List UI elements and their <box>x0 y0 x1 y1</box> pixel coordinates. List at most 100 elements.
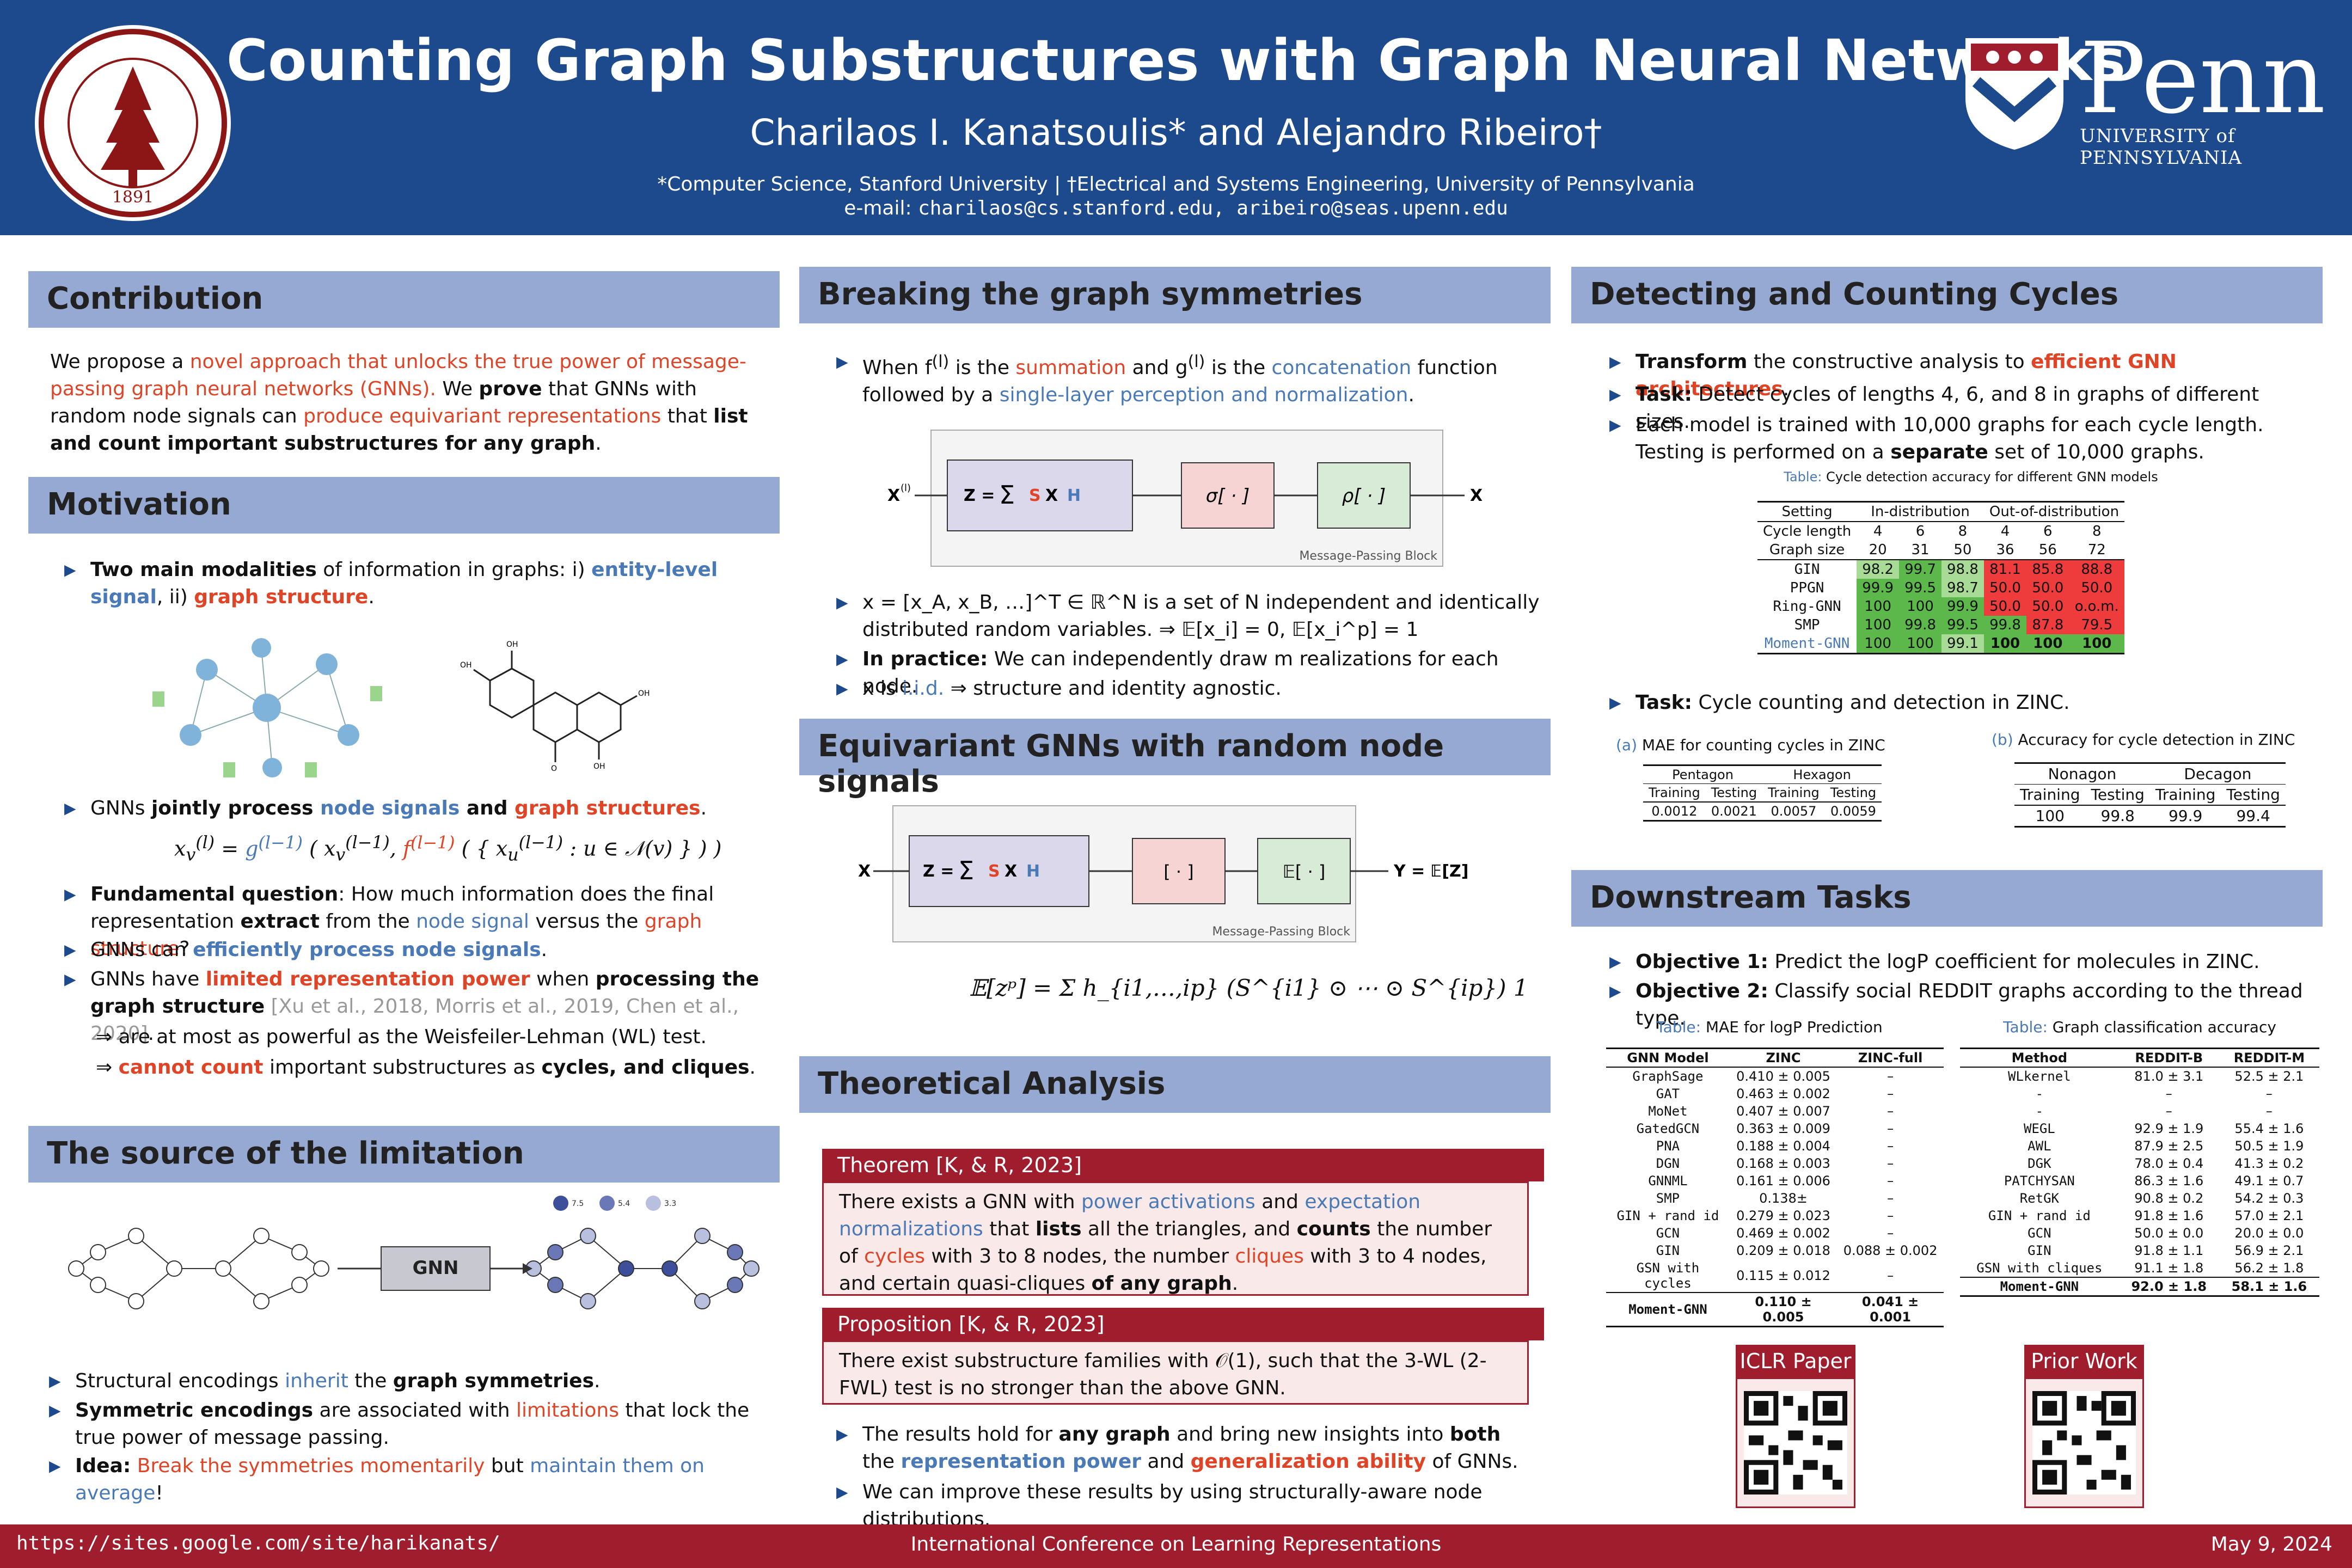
table-cell: WLkernel <box>2008 1069 2071 1084</box>
svg-text:H: H <box>1067 486 1081 505</box>
table-cell: Moment-GNN <box>1628 1302 1707 1317</box>
social-network-illustration <box>152 638 382 777</box>
bullet-arrow-icon: ▶ <box>64 561 76 579</box>
table-cell: Moment-GNN <box>2000 1279 2079 1294</box>
qr-iclr-box[interactable] <box>1736 1377 1855 1508</box>
table-cell: 99.5 <box>1899 579 1941 597</box>
motivation-bullet-4: ▶ GNNs can efficiently process node sign… <box>64 939 548 961</box>
section-header-contribution: Contribution <box>28 271 780 328</box>
table-cell: 92.0 ± 1.8 <box>2131 1279 2207 1294</box>
table-cell: 49.1 ± 0.7 <box>2234 1173 2304 1189</box>
table-cell: GraphSage <box>1632 1069 1704 1084</box>
table-cell: GIN <box>1656 1243 1680 1258</box>
section-header-motivation: Motivation <box>28 477 780 534</box>
table-cell: 91.1 ± 1.8 <box>2134 1260 2204 1276</box>
table-cell: 99.7 <box>1899 560 1941 579</box>
table-cell: 100 <box>2069 634 2125 654</box>
svg-text:7.5: 7.5 <box>572 1199 584 1208</box>
email-addresses[interactable]: charilaos@cs.stanford.edu, aribeiro@seas… <box>918 197 1508 219</box>
table-cell: 100 <box>1857 634 1900 654</box>
downstream-objective-2: ▶Objective 2: Classify social REDDIT gra… <box>1609 980 2303 1030</box>
table-cell: 99.1 <box>1941 634 1984 654</box>
table-cell: 0.279 ± 0.023 <box>1736 1208 1830 1223</box>
table-cell: – <box>1887 1121 1894 1136</box>
table-cell: 41.3 ± 0.2 <box>2234 1156 2304 1171</box>
table-cell: – <box>1887 1156 1894 1171</box>
table-cell: 54.2 ± 0.3 <box>2234 1191 2304 1206</box>
qr-prior-label[interactable]: Prior Work <box>2024 1345 2144 1377</box>
table-cell: – <box>1887 1191 1894 1206</box>
svg-text:X: X <box>858 862 871 881</box>
table-cell: 99.8 <box>1899 616 1941 634</box>
breaking-bullet-3: ▶In practice: We can independently draw … <box>836 648 1499 697</box>
table-cell: 100 <box>1857 597 1900 616</box>
table-cell: 0.088 ± 0.002 <box>1843 1243 1938 1258</box>
table-cell: - <box>2035 1086 2044 1101</box>
qr-iclr-label[interactable]: ICLR Paper <box>1736 1345 1855 1377</box>
svg-text:X: X <box>1470 486 1483 505</box>
svg-text:X: X <box>1045 486 1058 505</box>
table-cell: 87.8 <box>2026 616 2069 634</box>
section-header-theory: Theoretical Analysis <box>799 1056 1551 1113</box>
svg-text:σ[ · ]: σ[ · ] <box>1206 485 1250 507</box>
table-cell: 92.9 ± 1.9 <box>2134 1121 2204 1136</box>
table-cell: 0.138± <box>1759 1191 1808 1206</box>
breaking-bullet-2: ▶x = [x_A, x_B, …]^T ∈ ℝ^N is a set of N… <box>836 591 1540 641</box>
table-cell: 55.4 ± 1.6 <box>2234 1121 2304 1136</box>
table-cell: 88.8 <box>2069 560 2125 579</box>
cycles-bullet-4: ▶Task: Cycle counting and detection in Z… <box>1609 691 2070 714</box>
svg-text:(l): (l) <box>901 482 911 494</box>
model-name: PPGN <box>1790 580 1824 596</box>
table-cell: – <box>1887 1268 1894 1283</box>
svg-text:𝔼[ · ]: 𝔼[ · ] <box>1283 861 1326 882</box>
table-cell: GIN + rand id <box>1988 1208 2091 1223</box>
table-cell: 0.469 ± 0.002 <box>1736 1226 1830 1241</box>
footer-url-link[interactable]: https://sites.google.com/site/harikanats… <box>16 1532 500 1554</box>
qr-prior-box[interactable] <box>2024 1377 2144 1508</box>
table-cell: – <box>1887 1138 1894 1154</box>
gnn-update-equation: xv(l) = g(l−1) ( xv(l−1), f(l−1) ( { xu(… <box>174 833 722 865</box>
table-cell: GIN <box>2028 1243 2051 1258</box>
section-header-breaking: Breaking the graph symmetries <box>799 267 1551 323</box>
footer-date: May 9, 2024 <box>2210 1533 2332 1555</box>
svg-text:3.3: 3.3 <box>664 1199 676 1208</box>
table-cell: GCN <box>2028 1226 2051 1241</box>
table-cell: 0.110 ± 0.005 <box>1755 1294 1812 1325</box>
limitation-bullet-1: ▶ Structural encodings inherit the graph… <box>49 1370 601 1392</box>
table-row: SMP 0.138± – <box>1606 1190 1944 1207</box>
table-cell: 100 <box>1983 634 2027 654</box>
cycles-bullet-1: ▶Transform the constructive analysis to … <box>1609 351 2177 400</box>
table-cell: 100 <box>2026 634 2069 654</box>
qr-code-icon[interactable] <box>1744 1391 1847 1494</box>
table-cell: DGK <box>2028 1156 2051 1171</box>
table-cell: 99.9 <box>1857 579 1900 597</box>
model-name: GIN <box>1794 561 1820 578</box>
table-b-caption: (b) Accuracy for cycle detection in ZINC <box>1992 731 2295 749</box>
svg-text:Σ: Σ <box>999 480 1015 510</box>
email-line: e-mail: charilaos@cs.stanford.edu, aribe… <box>844 197 1508 219</box>
table-cell: GSN with cliques <box>1976 1260 2103 1276</box>
table-cell: 99.8 <box>1983 616 2027 634</box>
table-cell: 50.5 ± 1.9 <box>2234 1138 2304 1154</box>
breaking-bullet-1: ▶ When f(l) is the summation and g(l) is… <box>836 352 1498 406</box>
qr-code-icon[interactable] <box>2032 1391 2136 1494</box>
table-cell: SMP <box>1656 1191 1680 1206</box>
poster-title: Counting Graph Substructures with Graph … <box>226 27 2126 94</box>
table-cell: GAT <box>1656 1086 1680 1101</box>
cycles-bullet-2: ▶Task: Detect cycles of lengths 4, 6, an… <box>1609 383 2259 433</box>
table-cell: o.o.m. <box>2069 597 2125 616</box>
